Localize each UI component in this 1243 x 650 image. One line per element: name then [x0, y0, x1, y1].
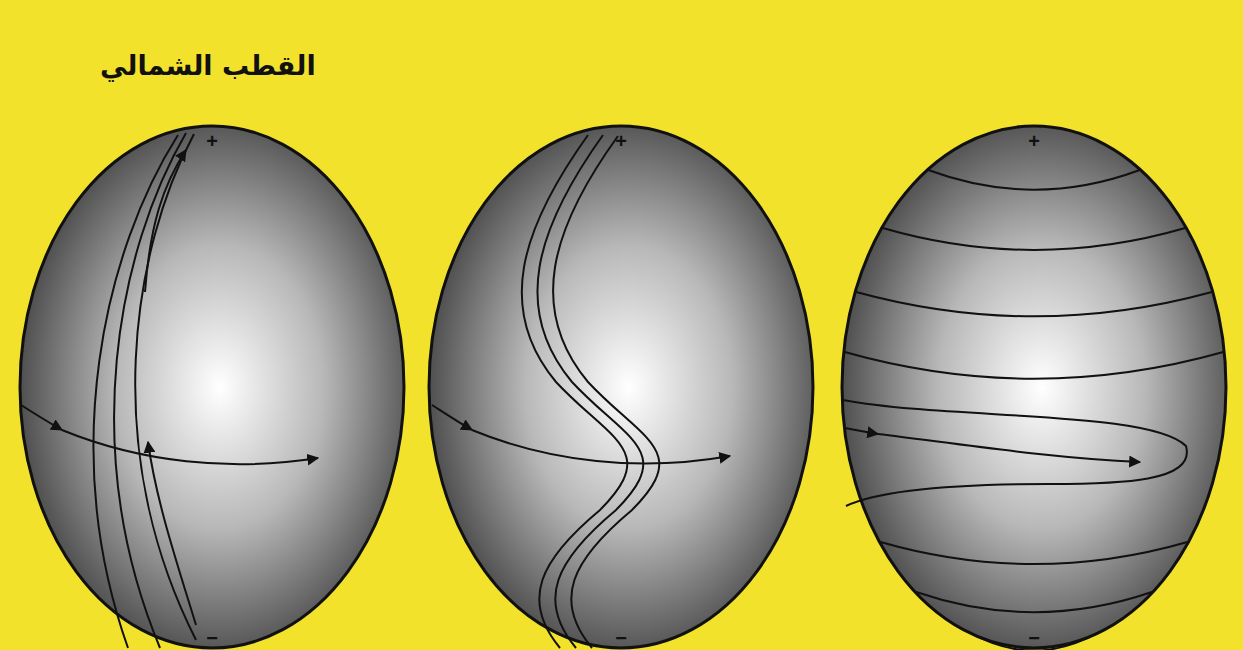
magnetic-sphere: +−: [19, 126, 405, 650]
positive-pole-sign: +: [428, 131, 814, 151]
magnetic-sphere: +−: [841, 126, 1227, 650]
negative-pole-sign: −: [428, 628, 814, 648]
negative-pole-sign: −: [841, 628, 1227, 648]
sphere-outline: [19, 126, 405, 650]
sphere-outline: [428, 126, 814, 650]
positive-pole-sign: +: [841, 131, 1227, 151]
sphere-outline: [841, 126, 1227, 650]
negative-pole-sign: −: [19, 628, 405, 648]
positive-pole-sign: +: [19, 131, 405, 151]
magnetic-sphere: +−: [428, 126, 814, 650]
diagram-title: القطب الشمالي: [100, 50, 316, 81]
